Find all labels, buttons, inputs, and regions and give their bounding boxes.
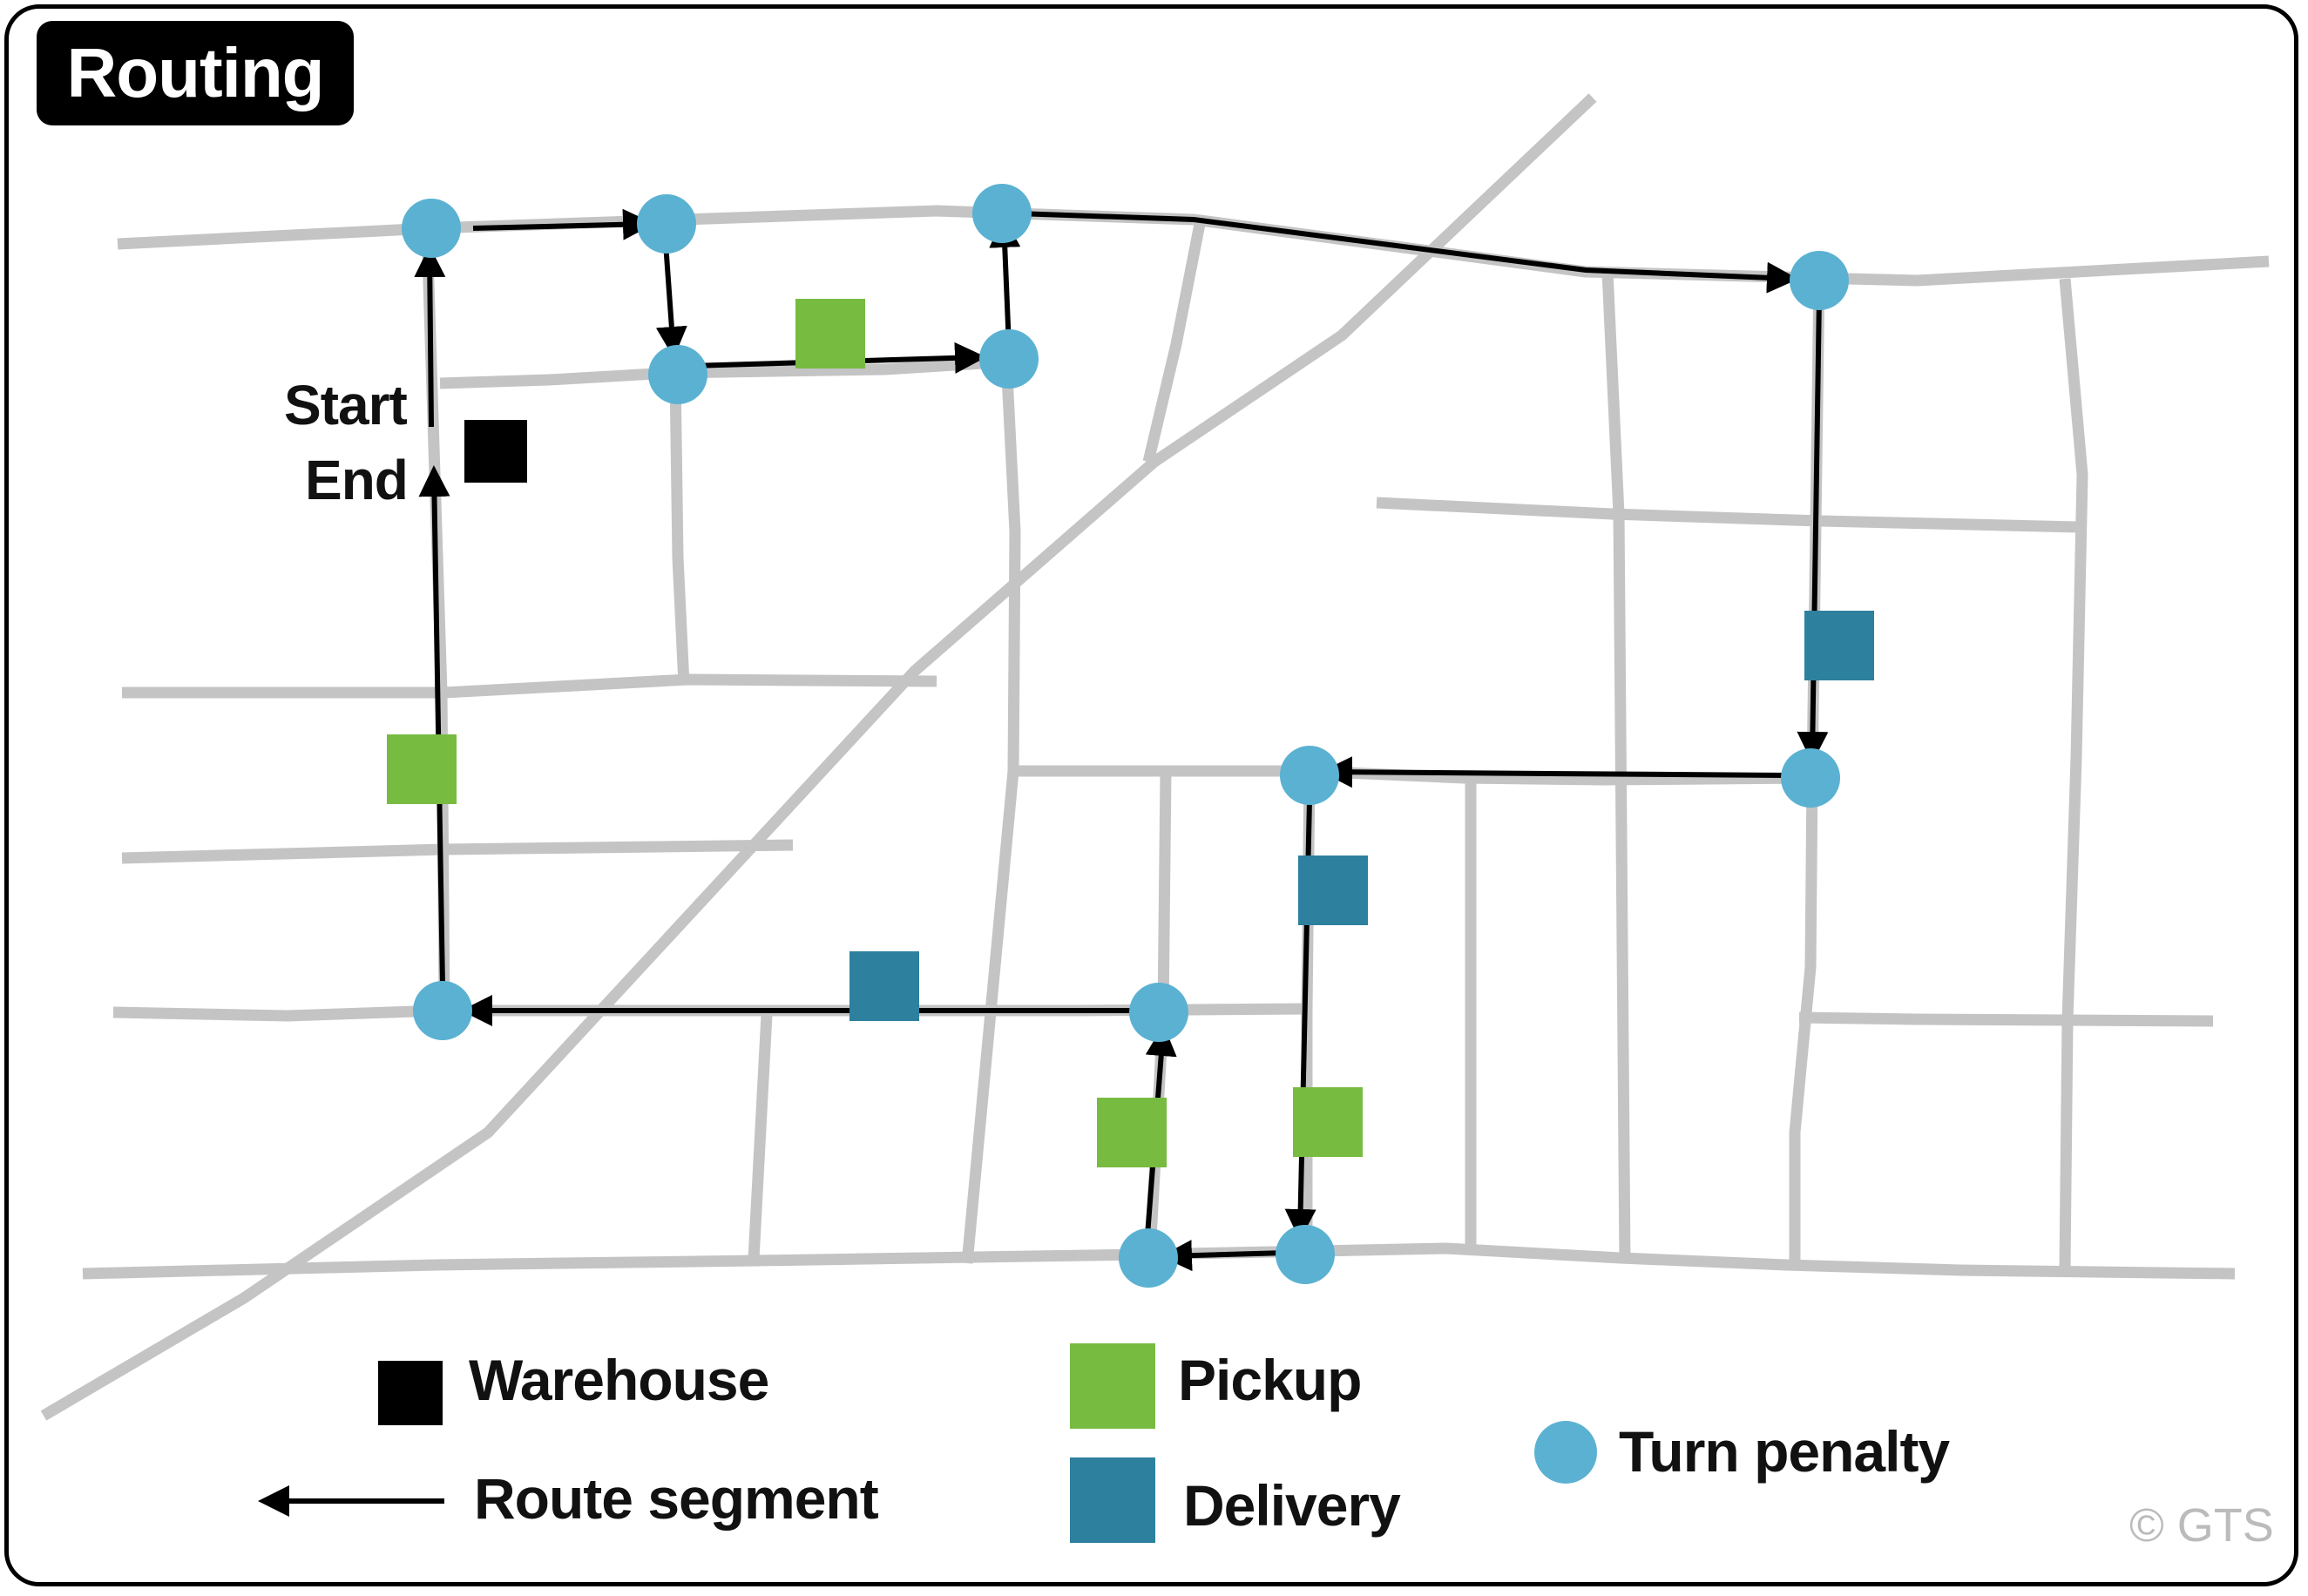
end-label: End [305, 449, 409, 511]
diagram-frame [4, 4, 2298, 1586]
road [82, 1242, 2236, 1280]
road [961, 358, 1021, 1264]
turn-penalty-node [648, 345, 707, 404]
legend-delivery-swatch [1070, 1457, 1155, 1543]
turn-penalty-markers [402, 184, 1849, 1288]
turn-penalty-node [402, 199, 461, 258]
turn-penalty-node [1280, 746, 1339, 805]
road [1798, 1011, 2214, 1027]
pickup-markers [387, 299, 1363, 1167]
turn-penalty-node [1119, 1228, 1178, 1288]
road [748, 1014, 773, 1260]
pickup-marker [387, 734, 457, 804]
legend-warehouse-label: Warehouse [469, 1348, 769, 1412]
legend-warehouse-swatch [378, 1361, 443, 1425]
warehouse-marker [464, 420, 527, 483]
delivery-markers [849, 611, 1874, 1021]
turn-penalty-node [1129, 983, 1188, 1042]
turn-penalty-node [972, 184, 1032, 243]
pickup-marker [795, 299, 865, 369]
delivery-marker [1298, 855, 1368, 925]
legend-delivery-label: Delivery [1183, 1473, 1401, 1538]
route-segment-arrow [1161, 1240, 1287, 1272]
road [1015, 765, 1813, 786]
road [122, 673, 937, 699]
route-segment-arrow [414, 246, 446, 428]
road [669, 374, 690, 685]
road [2059, 278, 2088, 1268]
turn-penalty-node [1790, 251, 1849, 310]
turn-penalty-node [637, 194, 696, 254]
legend-turn-penalty-label: Turn penalty [1619, 1419, 1950, 1484]
route-segment-arrow [472, 208, 654, 240]
turn-penalty-node [979, 329, 1039, 389]
turn-penalty-node [1781, 748, 1840, 808]
route-segment-arrow [1797, 295, 1829, 763]
road-network [40, 93, 2270, 1421]
copyright-notice: © GTS [2129, 1499, 2274, 1552]
legend-route-segment-label: Route segment [474, 1466, 879, 1531]
start-label: Start [284, 374, 408, 436]
legend-turn-penalty-swatch [1534, 1421, 1597, 1484]
legend-pickup-label: Pickup [1178, 1348, 1362, 1412]
diagram-title: Routing [37, 21, 354, 125]
route-segment-arrow [1016, 211, 1798, 294]
road [1376, 497, 2079, 533]
road [1142, 218, 1207, 463]
turn-penalty-node [1276, 1225, 1335, 1284]
route-segment-arrow [418, 465, 450, 987]
legend-pickup-swatch [1070, 1343, 1155, 1429]
delivery-marker [1804, 611, 1874, 680]
pickup-marker [1097, 1098, 1167, 1167]
route-segment-arrow [1321, 756, 1787, 788]
turn-penalty-node [413, 981, 472, 1040]
delivery-marker [849, 951, 919, 1021]
road [40, 93, 1597, 1421]
road [121, 839, 794, 864]
road [1601, 271, 1631, 1264]
pickup-marker [1293, 1087, 1363, 1157]
